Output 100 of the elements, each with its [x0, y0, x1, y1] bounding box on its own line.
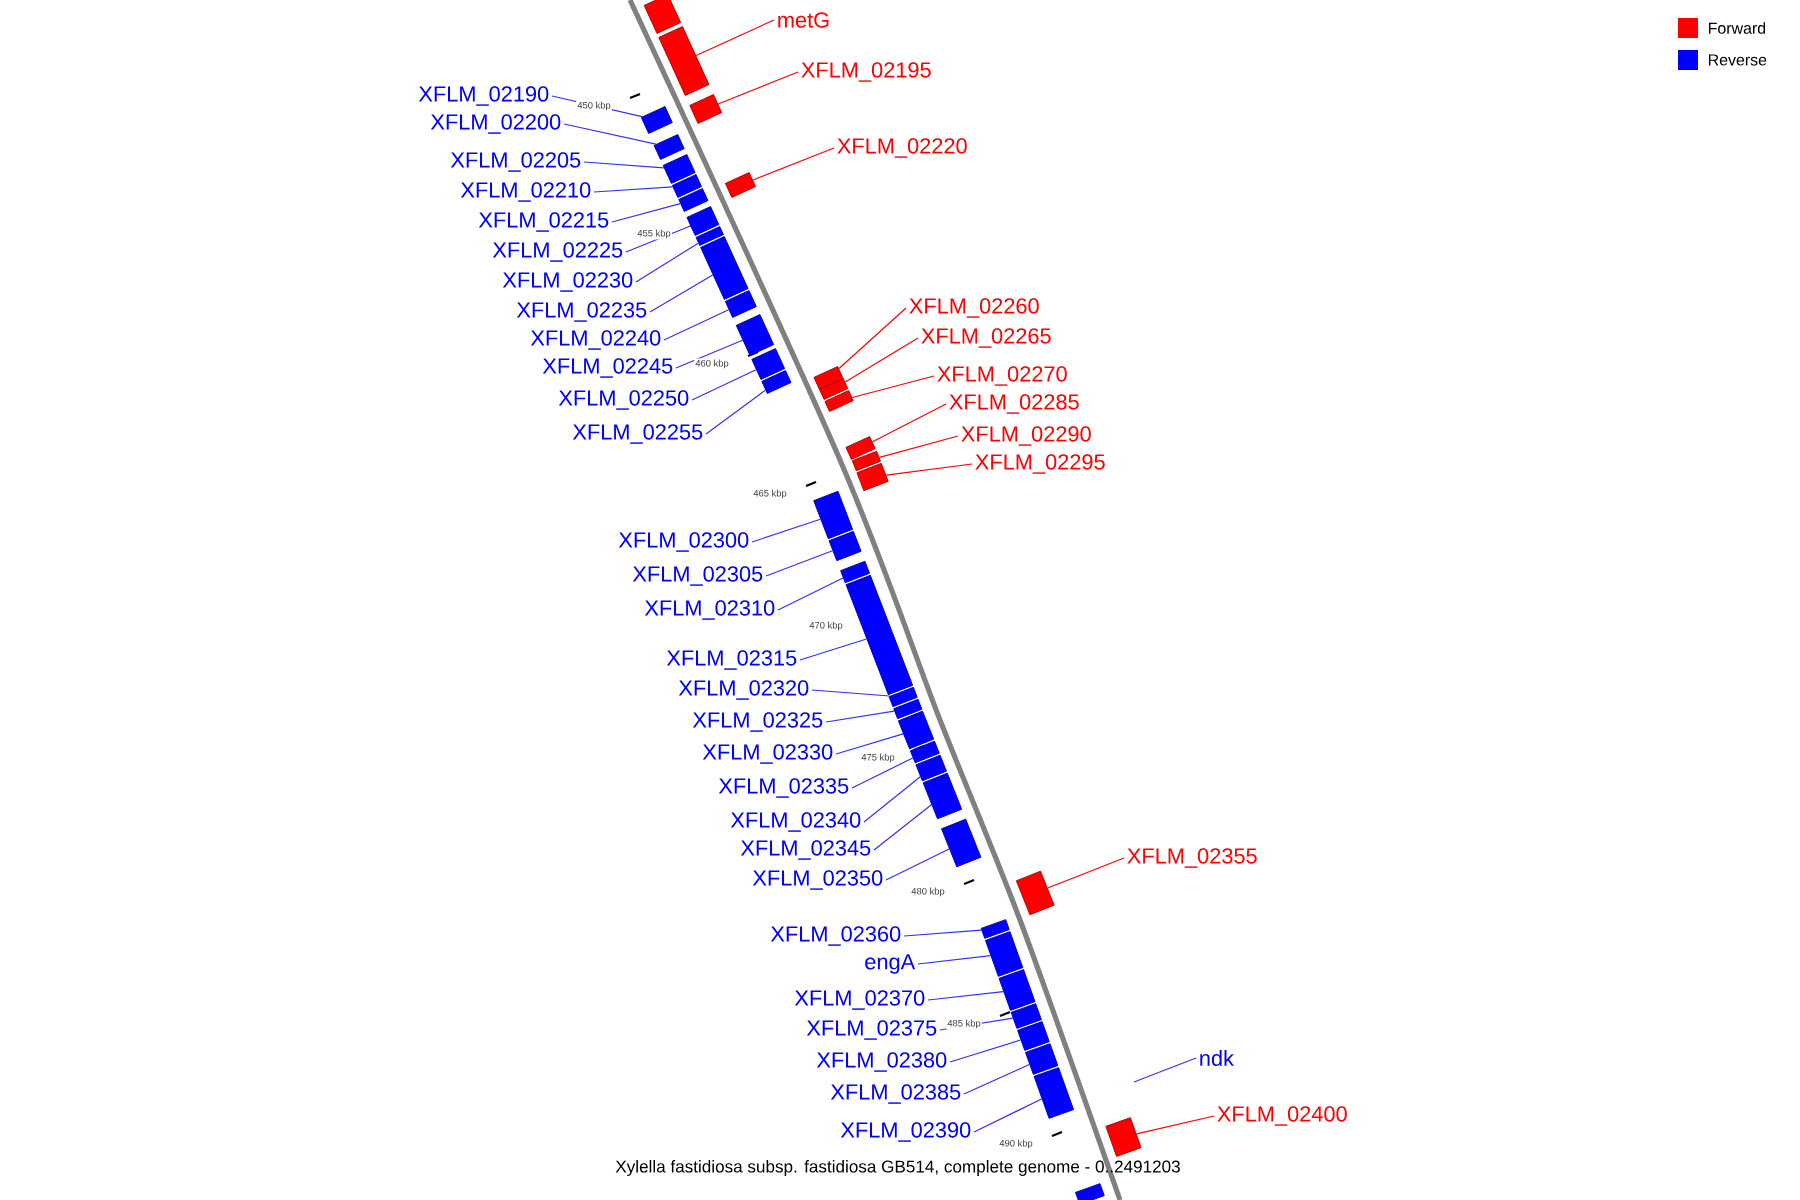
- gene-label: XFLM_02400: [1217, 1106, 1347, 1126]
- leader-line: [873, 804, 932, 851]
- gene-bar: [725, 172, 756, 198]
- gene-bar: [1105, 1117, 1142, 1157]
- gene-bar: [840, 560, 870, 584]
- leader-line: [691, 369, 757, 401]
- gene-bar: [1010, 1003, 1042, 1029]
- leader-line: [717, 71, 799, 105]
- gene-bar: [658, 26, 710, 96]
- gene-label: XFLM_02220: [837, 138, 967, 158]
- gene-label: XFLM_02315: [666, 650, 797, 670]
- gene-bar: [845, 436, 876, 460]
- gene-label: XFLM_02375: [806, 1020, 937, 1040]
- gene-bar: [856, 462, 889, 492]
- leader-line: [973, 1098, 1043, 1133]
- gene-bar: [1025, 1043, 1059, 1075]
- gene-label: XFLM_02335: [718, 778, 849, 798]
- gene-bar: [998, 969, 1036, 1011]
- leader-line: [765, 550, 834, 577]
- gene-label: XFLM_02385: [830, 1084, 961, 1104]
- gene-label: XFLM_02290: [961, 426, 1091, 446]
- leader-line: [871, 403, 947, 443]
- leader-line: [838, 307, 907, 370]
- gene-label: XFLM_02390: [840, 1122, 971, 1142]
- leader-line: [777, 577, 844, 611]
- leader-line: [635, 242, 699, 283]
- gene-bar: [640, 106, 673, 134]
- gene-label: XFLM_02310: [644, 600, 775, 620]
- leader-line: [593, 186, 674, 193]
- caption: Xylella fastidiosa subsp. fastidiosa GB514, complete genome - 0..2491203: [615, 1160, 1180, 1176]
- leader-line: [878, 435, 959, 458]
- leader-line: [863, 776, 921, 823]
- gene-bar: [1075, 1183, 1105, 1200]
- leader-line: [563, 123, 657, 145]
- leader-line: [917, 955, 991, 965]
- leader-line: [927, 990, 1004, 1001]
- gene-bar: [643, 0, 682, 34]
- gene-label: XFLM_02205: [450, 152, 581, 172]
- leader-line: [811, 689, 891, 697]
- leader-line: [695, 19, 775, 56]
- leader-line: [1047, 857, 1125, 889]
- leader-line: [649, 274, 714, 313]
- gene-bar: [980, 919, 1010, 939]
- leader-line: [583, 161, 665, 169]
- gene-label: XFLM_02300: [618, 532, 749, 552]
- gene-label: XFLM_02190: [418, 86, 549, 106]
- gene-bar: [824, 390, 854, 412]
- gene-label: XFLM_02240: [530, 330, 661, 350]
- leader-line: [799, 638, 868, 661]
- leader-line: [751, 518, 821, 543]
- gene-bar: [689, 94, 723, 124]
- gene-bar: [761, 370, 792, 394]
- leader-line: [752, 147, 835, 181]
- leader-line: [1133, 1057, 1197, 1083]
- leader-line: [851, 757, 914, 789]
- gene-label: XFLM_02225: [492, 242, 623, 262]
- leader-line: [825, 710, 895, 723]
- gene-bar: [909, 740, 940, 764]
- gene-label: XFLM_02340: [730, 812, 861, 832]
- gene-label: XFLM_02370: [794, 990, 925, 1010]
- gene-label: XFLM_02210: [460, 182, 591, 202]
- gene-bar: [845, 574, 914, 696]
- gene-label: XFLM_02230: [502, 272, 633, 292]
- gene-bar: [888, 686, 918, 708]
- leader-line: [705, 389, 766, 435]
- gene-bar: [678, 188, 709, 212]
- gene-bar: [1015, 870, 1055, 916]
- gene-label: XFLM_02380: [816, 1052, 947, 1072]
- gene-bar: [851, 450, 881, 472]
- gene-label: XFLM_02355: [1127, 848, 1257, 868]
- gene-label: XFLM_02295: [975, 454, 1105, 474]
- gene-bar: [686, 206, 720, 236]
- leader-line: [675, 339, 744, 369]
- gene-label: XFLM_02345: [740, 840, 871, 860]
- leader-line: [949, 1039, 1022, 1063]
- gene-bar: [662, 154, 696, 184]
- gene-label: XFLM_02245: [542, 358, 673, 378]
- gene-label: XFLM_02215: [478, 212, 609, 232]
- gene-label: XFLM_02235: [516, 302, 647, 322]
- gene-bar: [653, 134, 685, 160]
- gene-label: XFLM_02265: [921, 328, 1051, 348]
- gene-label: metG: [778, 12, 829, 28]
- gene-bar: [1017, 1021, 1050, 1051]
- gene-label: XFLM_02195: [801, 62, 931, 82]
- gene-label: XFLM_02270: [937, 366, 1067, 386]
- gene-bar: [813, 366, 844, 390]
- gene-label: XFLM_02350: [752, 870, 883, 890]
- gene-bar: [828, 530, 862, 562]
- leader-line: [611, 202, 681, 223]
- gene-label: XFLM_02325: [692, 712, 823, 732]
- gene-bar: [819, 378, 849, 400]
- gene-label: XFLM_02250: [558, 390, 689, 410]
- gene-label: XFLM_02260: [909, 298, 1039, 318]
- gene-bar: [735, 314, 775, 356]
- leader-line: [625, 225, 691, 253]
- leader-line: [885, 463, 973, 476]
- leader-line: [663, 309, 730, 341]
- gene-bar: [915, 754, 947, 782]
- gene-label: engA: [865, 954, 916, 974]
- gene-bar: [695, 226, 724, 246]
